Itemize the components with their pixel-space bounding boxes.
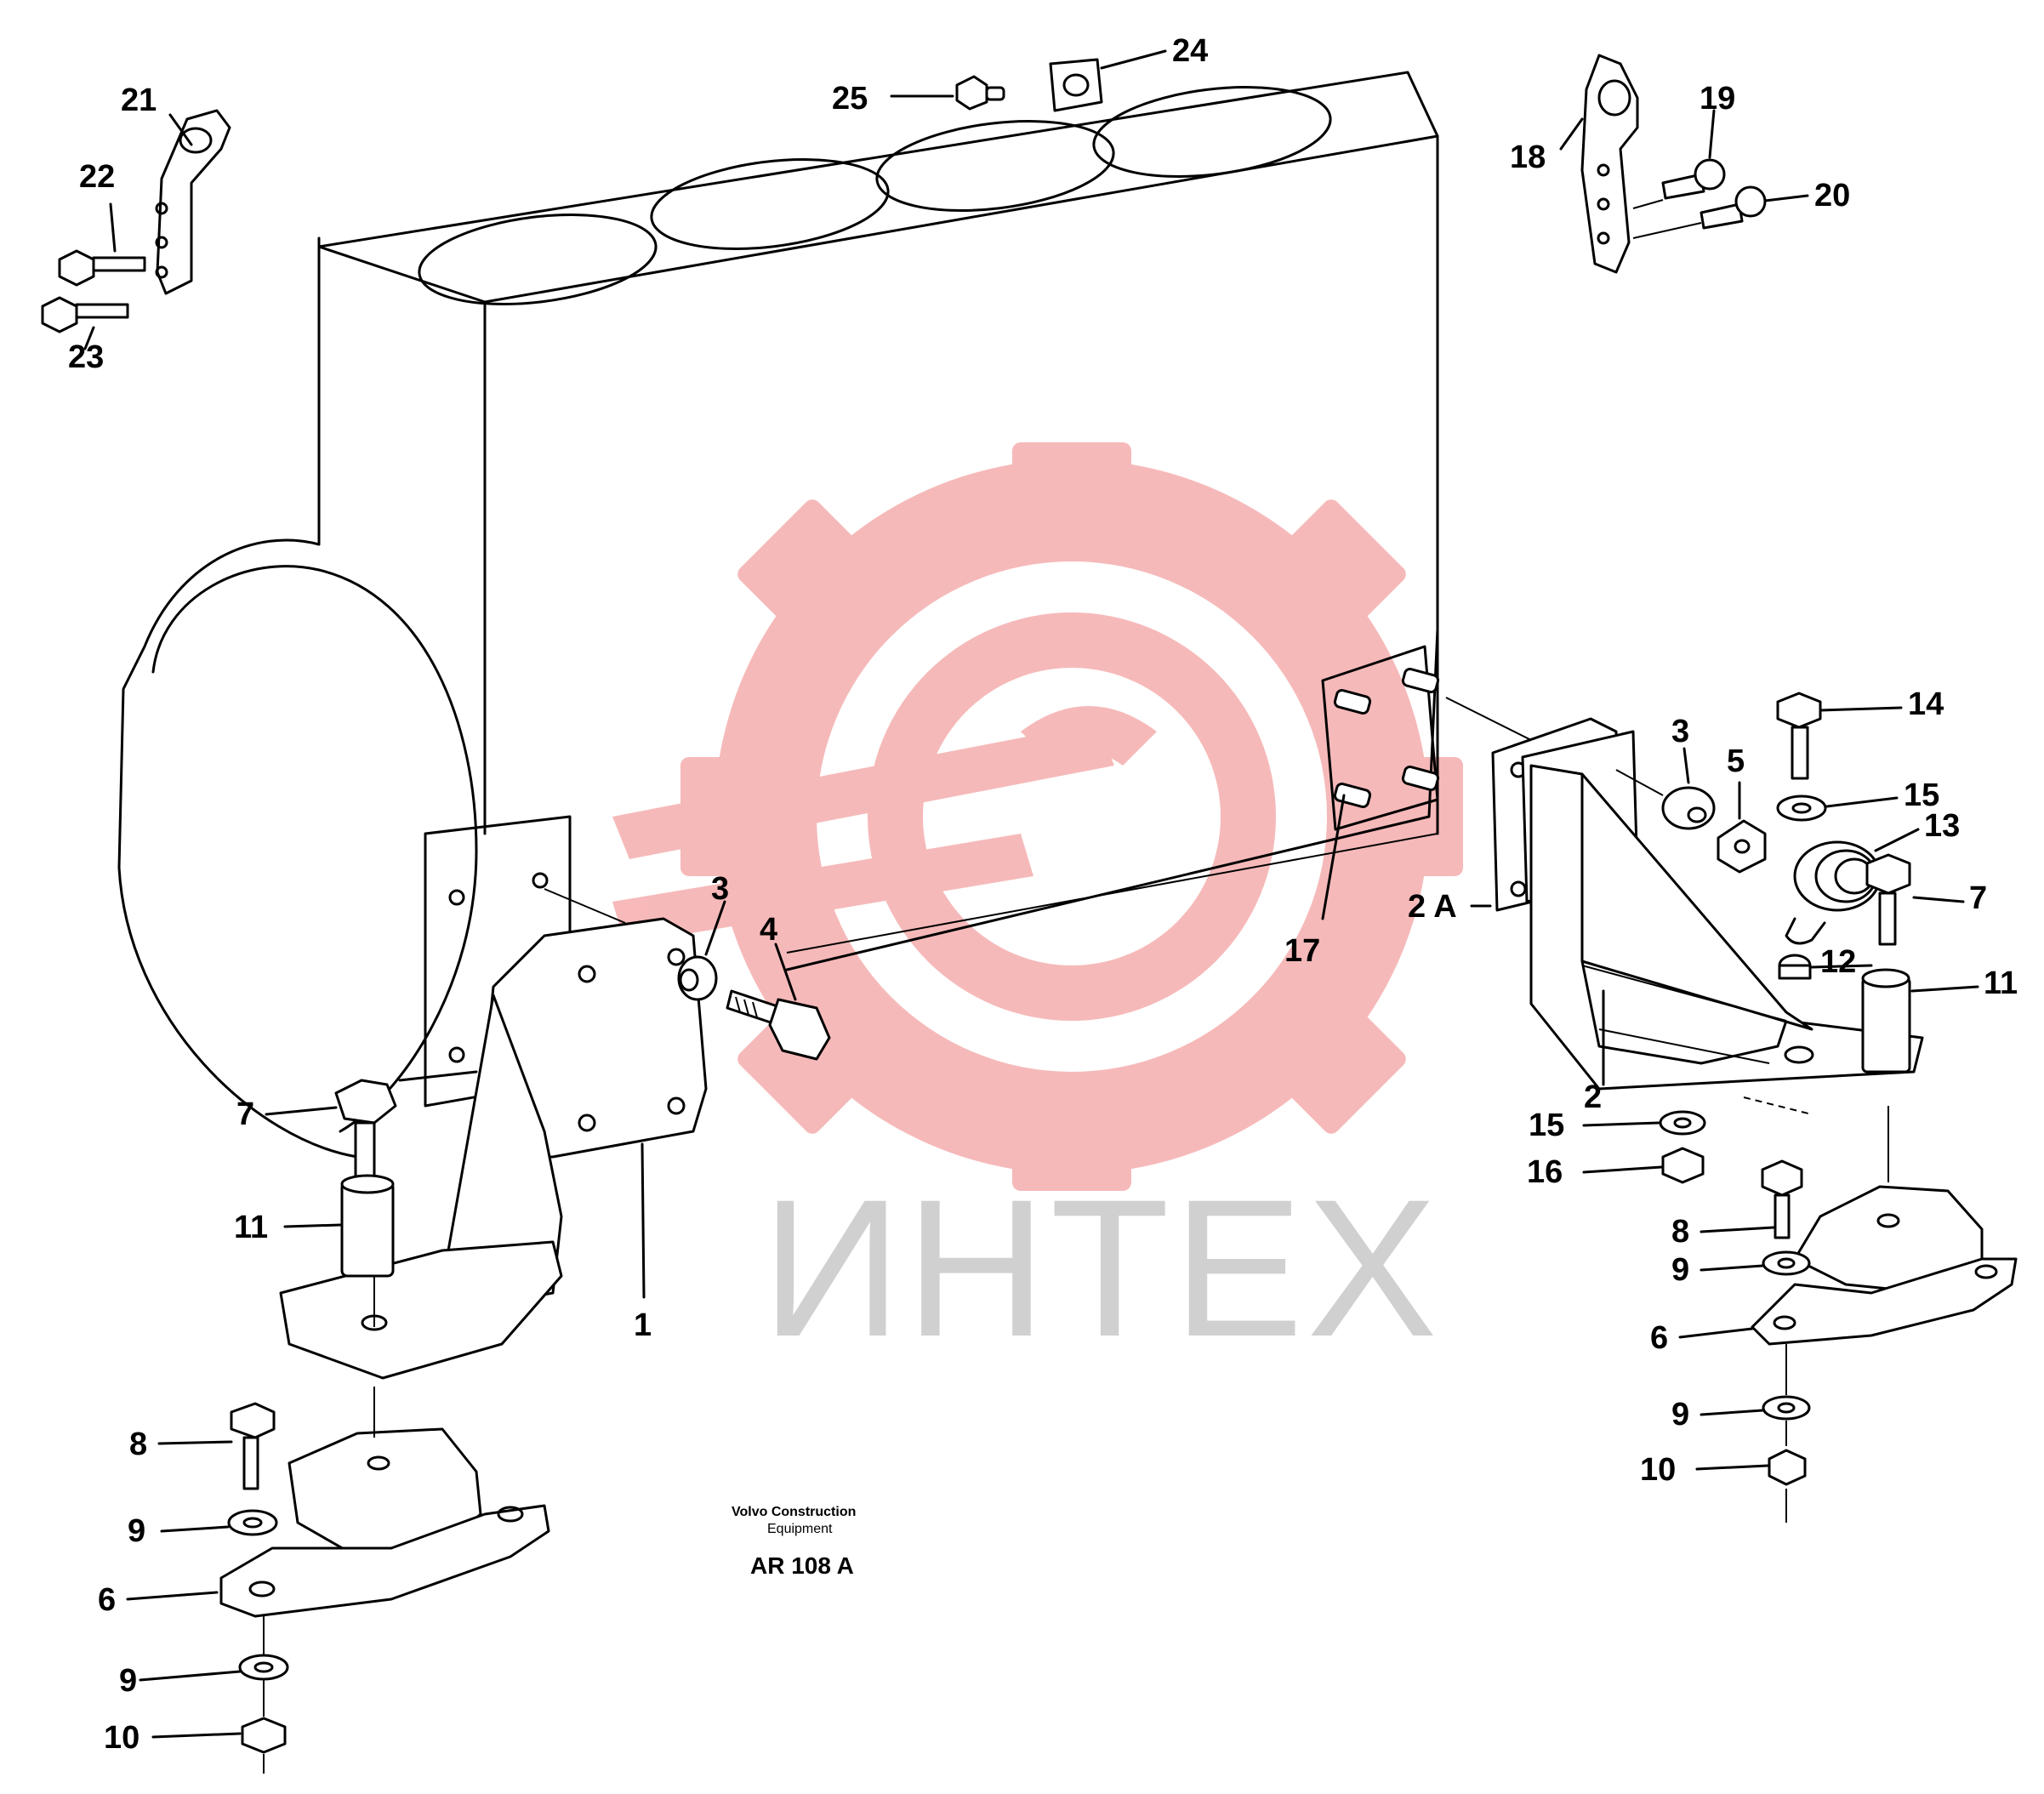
stud-group-17 (1333, 668, 1440, 808)
callout-19: 19 (1700, 81, 1735, 117)
callout-25: 25 (832, 81, 868, 117)
callout-10-right: 10 (1640, 1452, 1676, 1488)
caption-figure-code: AR 108 A (750, 1552, 854, 1579)
bolt-7-left (334, 1079, 397, 1184)
callout-2: 2 (1584, 1079, 1602, 1115)
callout-15-upper: 15 (1904, 777, 1939, 813)
callout-labels: 21 22 23 25 24 18 19 20 3 4 17 3 5 14 15… (68, 33, 2018, 1756)
callout-12: 12 (1820, 944, 1856, 980)
lifting-bracket-18 (1580, 54, 1639, 274)
washer-15-upper (1776, 794, 1827, 822)
bolt-22 (58, 249, 146, 287)
callout-22: 22 (79, 159, 115, 195)
figure-caption: Volvo Construction Equipment AR 108 A (732, 1505, 856, 1579)
bolt-23 (41, 296, 129, 333)
callout-14: 14 (1908, 686, 1944, 722)
callout-20: 20 (1814, 178, 1850, 214)
callout-3-left: 3 (711, 871, 729, 907)
callout-6-right: 6 (1650, 1320, 1668, 1356)
spacer-11-right (1861, 968, 1911, 1074)
callout-13: 13 (1924, 808, 1960, 844)
callout-4: 4 (760, 912, 777, 948)
callout-21: 21 (121, 83, 157, 118)
washer-9-right-a (1762, 1250, 1811, 1276)
bolt-14 (1776, 692, 1822, 780)
callout-2a: 2 A (1408, 889, 1457, 925)
callout-10-left: 10 (104, 1720, 139, 1756)
rubber-mount-6-right (1751, 1106, 2018, 1346)
callout-11-right: 11 (1984, 965, 2018, 1001)
spacer-3-right (1615, 769, 1716, 830)
callout-8-right: 8 (1671, 1214, 1689, 1250)
spacer-11-left (340, 1174, 395, 1327)
bolt-8-right (1761, 1159, 1803, 1239)
engine-block (317, 71, 1440, 971)
callout-1: 1 (634, 1307, 652, 1343)
lifting-bracket-21 (155, 109, 231, 295)
callout-24: 24 (1172, 33, 1208, 69)
rubber-mount-6-left (219, 1387, 550, 1618)
watermark-gear-logo-icon (612, 442, 1463, 1191)
spacer-12 (1778, 954, 1812, 980)
caption-company-line2: Equipment (767, 1522, 833, 1536)
callout-18: 18 (1510, 140, 1546, 175)
washer-9-right-b (1762, 1395, 1811, 1421)
washer-9-left-a (227, 1509, 278, 1536)
callout-17: 17 (1284, 933, 1320, 969)
bolt-20 (1632, 185, 1767, 239)
callout-9-right-b: 9 (1671, 1397, 1689, 1432)
bushing-13 (1785, 840, 1882, 945)
nut-10-right (1768, 1344, 1807, 1523)
callout-9-left-b: 9 (119, 1663, 137, 1699)
bolt-19 (1661, 158, 1726, 200)
bolt-8-left (230, 1402, 276, 1490)
callout-9-left-a: 9 (128, 1513, 145, 1549)
bolt-4 (726, 833, 1438, 1061)
washer-15-lower (1659, 1110, 1706, 1136)
callout-7-right: 7 (1969, 880, 1987, 916)
callout-11-left: 11 (234, 1210, 268, 1245)
bolt-7-right (1865, 853, 1911, 946)
lifting-eye-24 (1049, 58, 1103, 112)
callout-16: 16 (1527, 1154, 1563, 1190)
nut-16 (1661, 1147, 1705, 1184)
leader-lines (83, 49, 1979, 1739)
callout-23: 23 (68, 339, 104, 375)
left-engine-bracket (279, 888, 708, 1380)
callout-6-left: 6 (98, 1582, 116, 1618)
callout-3-right: 3 (1671, 714, 1689, 749)
caption-company-line1: Volvo Construction (732, 1505, 856, 1519)
nut-10-left (241, 1616, 287, 1774)
callout-5: 5 (1727, 743, 1745, 779)
spacer-3-left (677, 955, 718, 1001)
washer-9-left-b (238, 1654, 289, 1681)
nut-5 (1717, 819, 1767, 874)
callout-7-left: 7 (236, 1096, 254, 1132)
callout-15-lower: 15 (1529, 1108, 1564, 1143)
plug-25 (955, 75, 1005, 111)
callout-9-right-a: 9 (1671, 1252, 1689, 1288)
watermark-text: ИНТЕХ (761, 1159, 1441, 1377)
callout-8-left: 8 (129, 1427, 147, 1462)
